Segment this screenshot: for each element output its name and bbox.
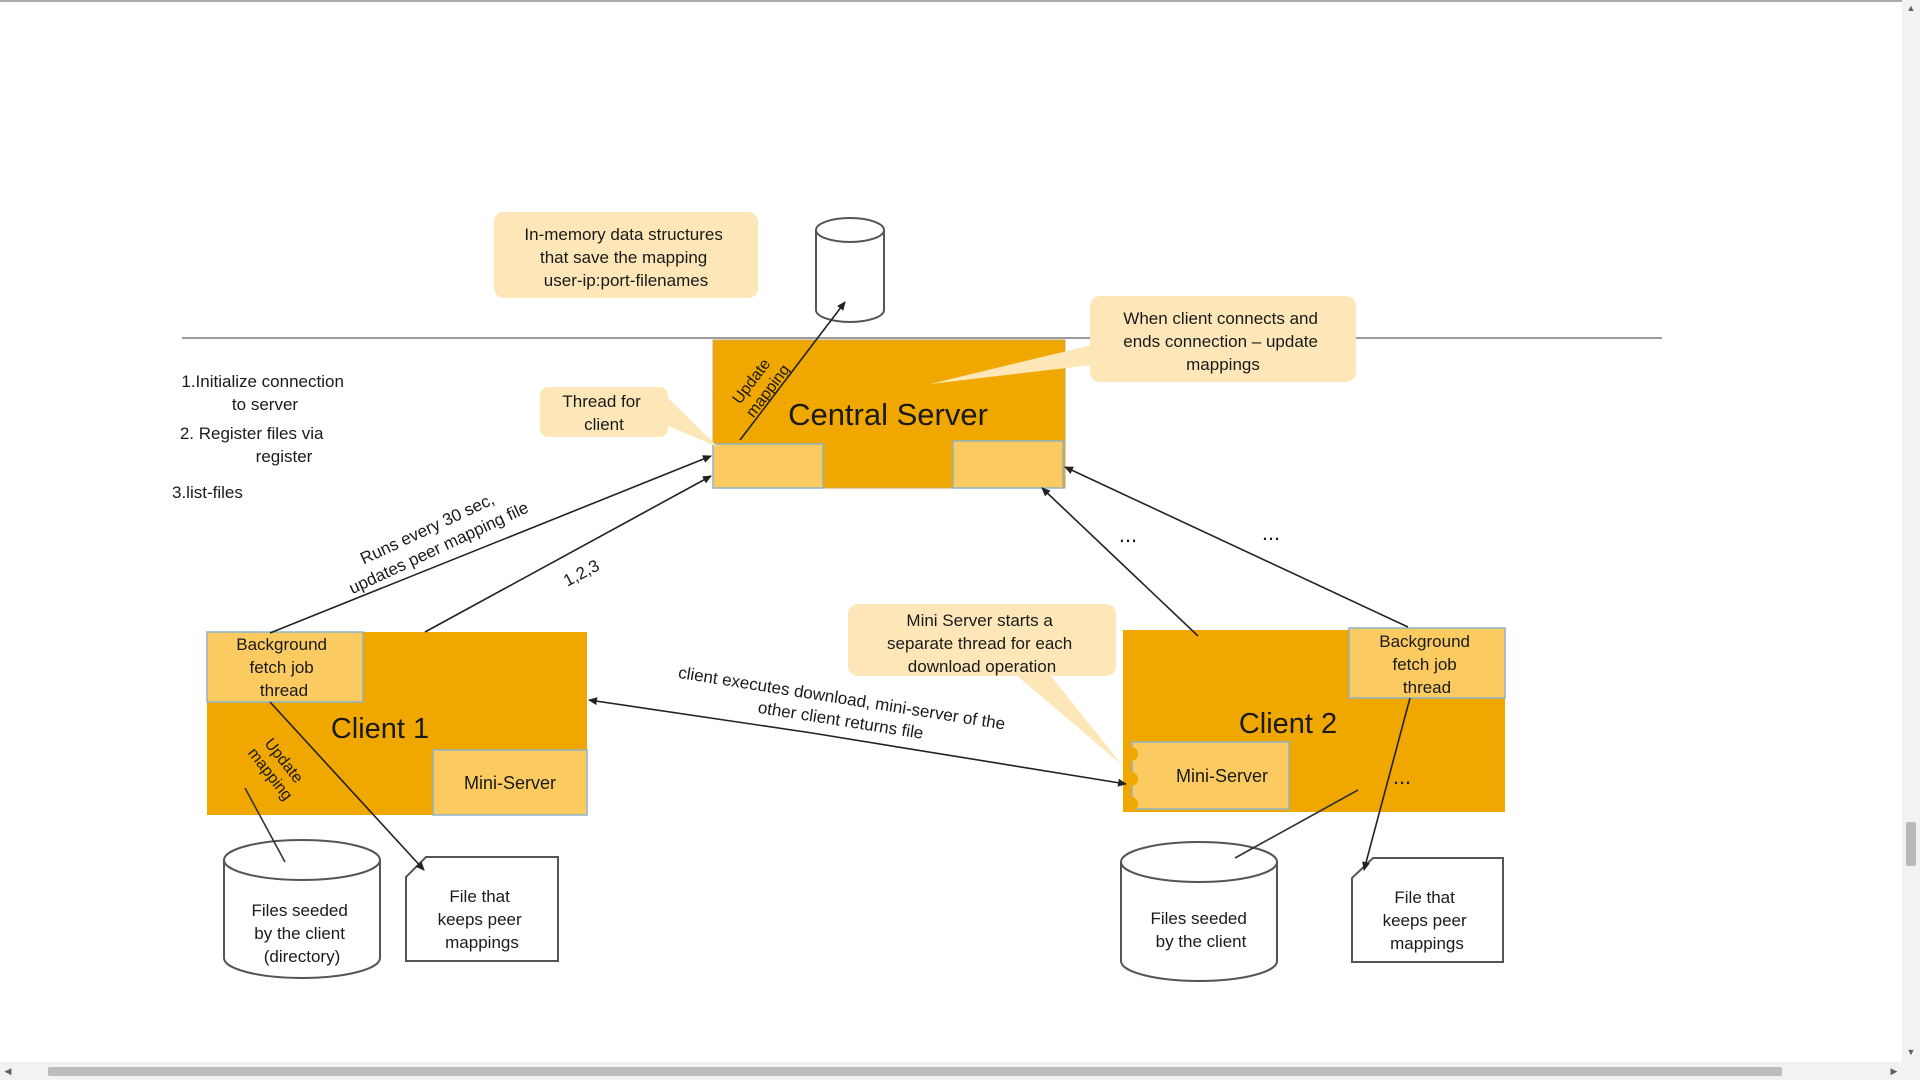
update-mapping-server-arrow (739, 301, 846, 441)
top-border (0, 0, 1920, 2)
mini-server-thread-callout-text: Mini Server starts a separate thread for… (887, 611, 1077, 676)
client2-ellipsis: ... (1393, 764, 1411, 789)
scrollbar-corner (1902, 1062, 1920, 1080)
client1-background-fetch-box (206, 631, 364, 703)
client1-background-fetch-label: Background fetch job thread (236, 635, 331, 700)
client2-thread-dots (1124, 747, 1138, 811)
client2-mini-server-label: Mini-Server (1176, 766, 1268, 786)
in-memory-callout (494, 212, 758, 298)
client1-database-label: Files seeded by the client (directory) (251, 901, 352, 966)
client1-title: Client 1 (331, 713, 429, 745)
central-server-thread-slot-right (952, 440, 1064, 489)
client2-fetch-to-server-arrow (1064, 466, 1409, 628)
horizontal-scrollbar[interactable]: ◀ ▶ (0, 1062, 1902, 1080)
mini-server-callout-pointer (1008, 668, 1122, 765)
vertical-scroll-thumb[interactable] (1906, 822, 1916, 866)
central-server-title: Central Server (788, 397, 988, 432)
scroll-down-arrow-icon[interactable]: ▼ (1906, 1047, 1916, 1057)
thread-for-client-callout-text: Thread for client (562, 392, 645, 434)
connect-callout (1090, 296, 1356, 382)
ellipsis-right: ... (1262, 520, 1280, 545)
ellipsis-left: ... (1119, 522, 1137, 547)
client1-requests-arrow (424, 475, 712, 633)
client2-mapping-file-icon (1351, 857, 1504, 963)
step-3: 3.list-files (172, 483, 243, 502)
client2-background-fetch-box (1348, 627, 1506, 699)
client1-mapping-file-label: File that keeps peer mappings (438, 887, 527, 952)
connect-callout-text: When client connects and ends connection… (1123, 309, 1322, 374)
client1-db-connector (244, 787, 286, 863)
client2-update-mapping-arrow (1362, 697, 1411, 871)
mini-server-thread-callout (848, 604, 1116, 676)
vertical-scrollbar[interactable]: ▲ ▼ (1902, 0, 1920, 1062)
client2-db-connector (1234, 789, 1359, 859)
steps-arrow-label: 1,2,3 (560, 556, 602, 591)
client1-database-icon (223, 839, 381, 979)
client1-mini-server-label: Mini-Server (464, 773, 556, 793)
client1-update-mapping-arrow (269, 701, 425, 871)
client2-title: Client 2 (1239, 708, 1337, 740)
runs-every-label: Runs every 30 sec, updates peer mapping … (337, 478, 532, 598)
client1-mini-server-box (432, 749, 588, 816)
scroll-up-arrow-icon[interactable]: ▲ (1906, 3, 1916, 13)
horizontal-scroll-thumb[interactable] (48, 1067, 1782, 1076)
client2-mapping-file-label: File that keeps peer mappings (1383, 888, 1472, 953)
download-arrow-to-client1 (588, 697, 813, 734)
central-server-thread-slot-left (712, 443, 824, 489)
client2-mini-server-box (1131, 741, 1290, 810)
scroll-left-arrow-icon[interactable]: ◀ (4, 1066, 12, 1076)
thread-for-client-callout (540, 387, 668, 437)
step-1: 1.Initialize connection to server (181, 372, 348, 414)
download-arrow-to-client2 (811, 732, 1127, 787)
in-memory-callout-text: In-memory data structures that save the … (524, 225, 727, 290)
step-2: 2. Register files via register (180, 424, 328, 466)
download-label: client executes download, mini-server of… (674, 663, 1012, 756)
client1-fetch-to-server-arrow (269, 455, 712, 634)
client2-database-icon (1120, 841, 1278, 982)
steps-list: 1.Initialize connection to server 2. Reg… (172, 372, 348, 502)
client1-mapping-file-icon (405, 856, 559, 962)
scroll-right-arrow-icon[interactable]: ▶ (1890, 1066, 1898, 1076)
connect-callout-pointer (930, 345, 1092, 384)
client2-background-fetch-label: Background fetch job thread (1379, 632, 1474, 697)
client2-to-server-arrow (1041, 487, 1199, 637)
client2-database-label: Files seeded by the client (1150, 909, 1251, 951)
central-server-database-icon (815, 217, 885, 323)
